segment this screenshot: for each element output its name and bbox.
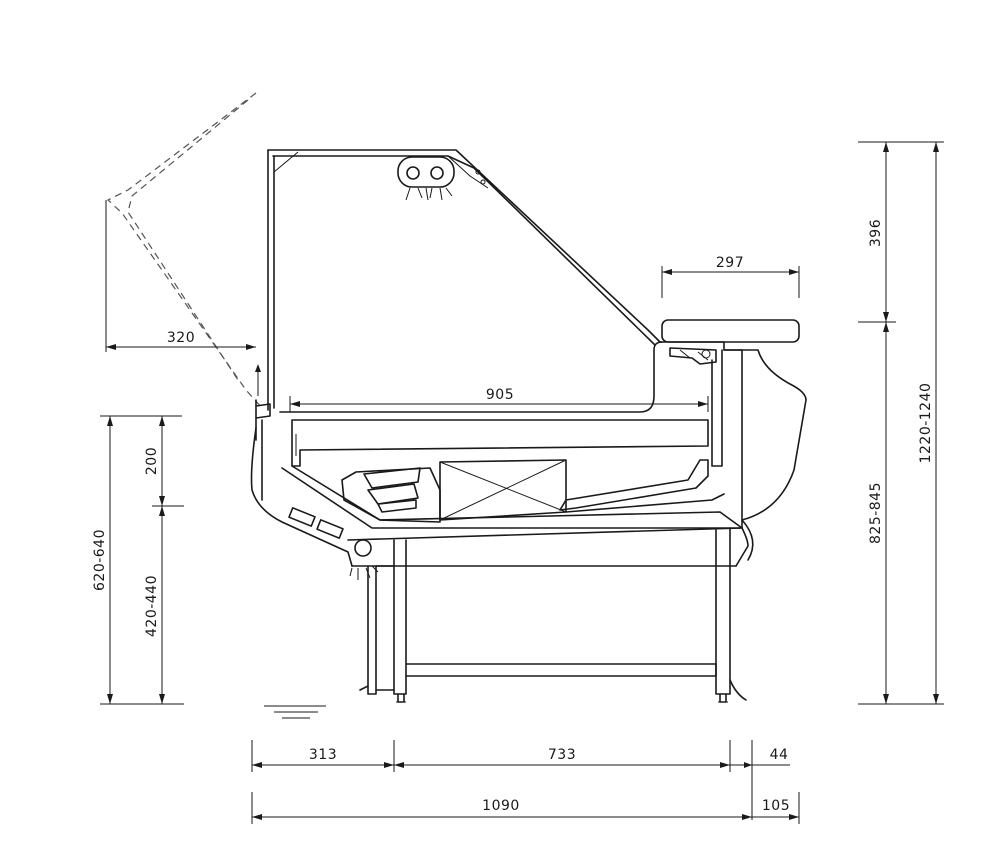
case-body (250, 341, 807, 567)
dimension-313: 313 (251, 740, 395, 772)
front-hinge-detail (255, 364, 297, 456)
support-stand (359, 527, 747, 703)
dim-label-320: 320 (167, 330, 195, 346)
dim-label-1090: 1090 (482, 798, 520, 814)
dimension-905: 905 (289, 387, 709, 412)
dimension-44: 44 (730, 740, 790, 820)
dim-label-297: 297 (716, 255, 744, 271)
dimension-733: 733 (394, 740, 731, 772)
dim-label-105: 105 (762, 798, 790, 814)
dim-label-825-845: 825-845 (868, 482, 884, 544)
top-counter-shelf (659, 319, 800, 351)
dim-label-905: 905 (486, 387, 514, 403)
dimension-320: 320 (105, 200, 256, 352)
dimension-297: 297 (661, 255, 800, 298)
dimension-396: 396 (858, 142, 896, 323)
bottom-lamp-icon (349, 539, 379, 580)
floor-symbol (264, 705, 326, 719)
open-glass-dashed-outline (106, 92, 263, 409)
dimension-825-845: 825-845 (868, 322, 889, 704)
dimension-1090: 1090 (251, 792, 752, 824)
dimension-420-440: 420-440 (144, 506, 165, 704)
dim-label-733: 733 (548, 747, 576, 763)
dim-label-396: 396 (868, 219, 884, 247)
dim-label-1220-1240: 1220-1240 (918, 383, 934, 464)
dim-label-44: 44 (770, 747, 789, 763)
dimension-200: 200 (144, 416, 184, 507)
dim-label-200: 200 (144, 447, 160, 475)
dim-label-420-440: 420-440 (144, 575, 160, 637)
canopy-light-icon (397, 156, 455, 201)
dim-label-620-640: 620-640 (92, 529, 108, 591)
canopy-frame (267, 149, 661, 411)
dimension-105: 105 (752, 792, 800, 824)
dim-label-313: 313 (309, 747, 337, 763)
dimension-1220-1240: 1220-1240 (858, 141, 944, 705)
rear-hinge-detail (669, 347, 717, 365)
dimension-620-640: 620-640 (92, 415, 184, 705)
